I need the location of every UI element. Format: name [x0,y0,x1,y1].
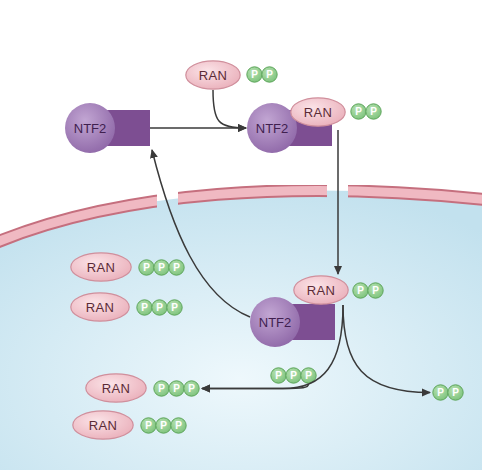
protein-label: P [432,384,449,401]
protein-label: P [153,259,170,276]
protein-label: P [367,282,384,299]
flow-arrow [213,90,246,128]
phosphate-group: P [153,380,170,397]
phosphate-group: P [138,259,155,276]
phosphate-group: P [365,103,382,120]
phosphate-group: P [261,66,278,83]
phosphate-group: P [168,380,185,397]
ran-protein: RAN [85,373,147,403]
protein-label: P [170,417,187,434]
phosphate-group: P [270,367,287,384]
flow-arrow [150,127,246,129]
protein-label: P [246,66,263,83]
phosphate-group: P [352,282,369,299]
phosphate-group: P [246,66,263,83]
protein-label: P [140,417,157,434]
ran-protein: RAN [290,97,346,127]
flow-arrow [202,384,309,389]
nuclear-envelope [0,190,482,245]
protein-label: RAN [290,97,346,127]
protein-label: P [352,282,369,299]
protein-label: P [350,103,367,120]
flow-arrow [337,130,339,274]
protein-label: P [168,380,185,397]
phosphate-group: P [432,384,449,401]
protein-label: RAN [293,275,349,305]
protein-label: P [261,66,278,83]
flow-arrow [343,305,430,393]
protein-label: RAN [72,410,134,440]
protein-label: P [155,417,172,434]
phosphate-group: P [183,380,200,397]
phosphate-group: P [170,417,187,434]
phosphate-group: P [300,367,317,384]
ran-protein: RAN [70,292,130,322]
flow-arrow [152,150,250,317]
protein-label: P [285,367,302,384]
protein-label: P [153,380,170,397]
protein-label: P [151,299,168,316]
protein-label: P [183,380,200,397]
phosphate-group: P [155,417,172,434]
ran-protein: RAN [293,275,349,305]
protein-label: P [136,299,153,316]
phosphate-group: P [153,259,170,276]
protein-label: NTF2 [65,103,115,153]
protein-label: RAN [70,252,132,282]
ran-protein: RAN [70,252,132,282]
protein-label: P [138,259,155,276]
protein-label: P [168,259,185,276]
protein-label: NTF2 [247,103,297,153]
flow-arrow [202,305,343,389]
nucleus-area [0,190,482,470]
protein-label: P [447,384,464,401]
phosphate-group: P [367,282,384,299]
ran-protein: RAN [72,410,134,440]
phosphate-group: P [285,367,302,384]
phosphate-group: P [136,299,153,316]
phosphate-group: P [350,103,367,120]
phosphate-group: P [168,259,185,276]
protein-label: RAN [70,292,130,322]
protein-label: RAN [185,60,241,90]
protein-label: NTF2 [250,297,300,347]
ran-protein: RAN [185,60,241,90]
phosphate-group: P [151,299,168,316]
protein-label: RAN [85,373,147,403]
protein-label: P [365,103,382,120]
phosphate-group: P [166,299,183,316]
protein-label: P [300,367,317,384]
protein-label: P [166,299,183,316]
phosphate-group: P [447,384,464,401]
protein-label: P [270,367,287,384]
ntf2-protein: NTF2 [65,103,150,153]
phosphate-group: P [140,417,157,434]
